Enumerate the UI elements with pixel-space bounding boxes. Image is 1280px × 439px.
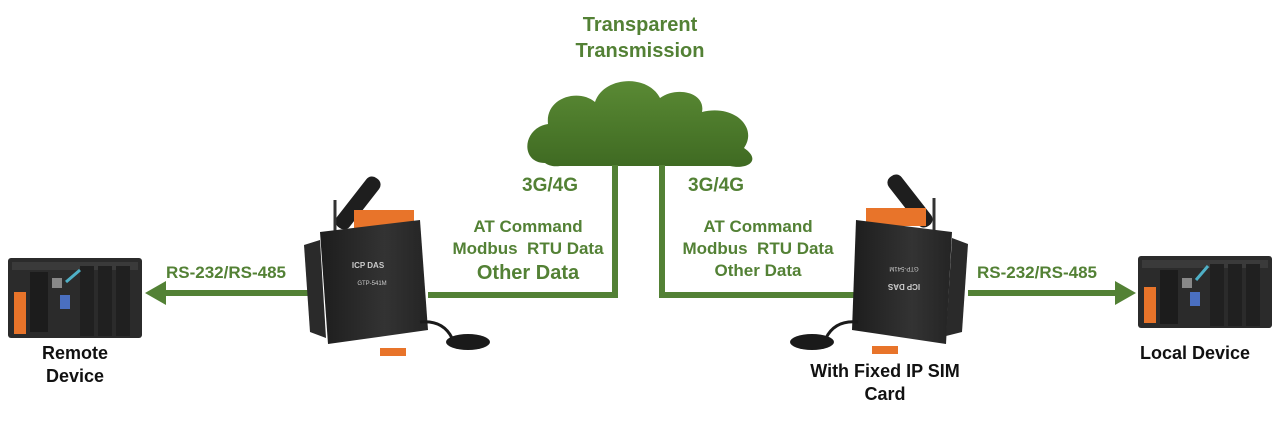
left-data-labels: AT Command Modbus RTU Data Other Data [428,216,628,286]
remote-device-line-2: Device [20,365,130,388]
right-serial-arrow [968,281,1136,305]
right-data-line-3: Other Data [658,260,858,282]
controller-icon [1138,256,1272,328]
left-serial-arrow [145,281,318,305]
left-data-line-1: AT Command [428,216,628,238]
left-serial-label: RS-232/RS-485 [166,262,286,284]
left-data-line-3: Other Data [428,260,628,286]
sim-note-line-2: Card [780,383,990,406]
right-serial-label: RS-232/RS-485 [977,262,1097,284]
controller-icon [8,258,142,338]
title-line-1: Transparent [540,12,740,38]
remote-device-label: Remote Device [20,342,130,389]
right-data-line-2: Modbus RTU Data [658,238,858,260]
remote-device-line-1: Remote [20,342,130,365]
left-data-line-2: Modbus RTU Data [428,238,628,260]
modem-model: GTP-541M [889,265,918,271]
sim-card-note: With Fixed IP SIM Card [780,360,990,407]
cloud-icon [527,81,752,167]
modem-brand: ICP DAS [352,261,385,270]
arrow-icon [1115,281,1136,305]
sim-note-line-1: With Fixed IP SIM [780,360,990,383]
title-line-2: Transmission [540,38,740,64]
network-label-left: 3G/4G [522,174,578,199]
modem-model: GTP-541M [357,281,386,287]
modem-brand: ICP DAS [887,282,920,291]
arrow-icon [145,281,166,305]
right-data-line-1: AT Command [658,216,858,238]
network-label-right: 3G/4G [688,174,744,199]
right-data-labels: AT Command Modbus RTU Data Other Data [658,216,858,282]
transmission-title: Transparent Transmission [540,12,740,64]
local-device-label: Local Device [1140,342,1250,365]
